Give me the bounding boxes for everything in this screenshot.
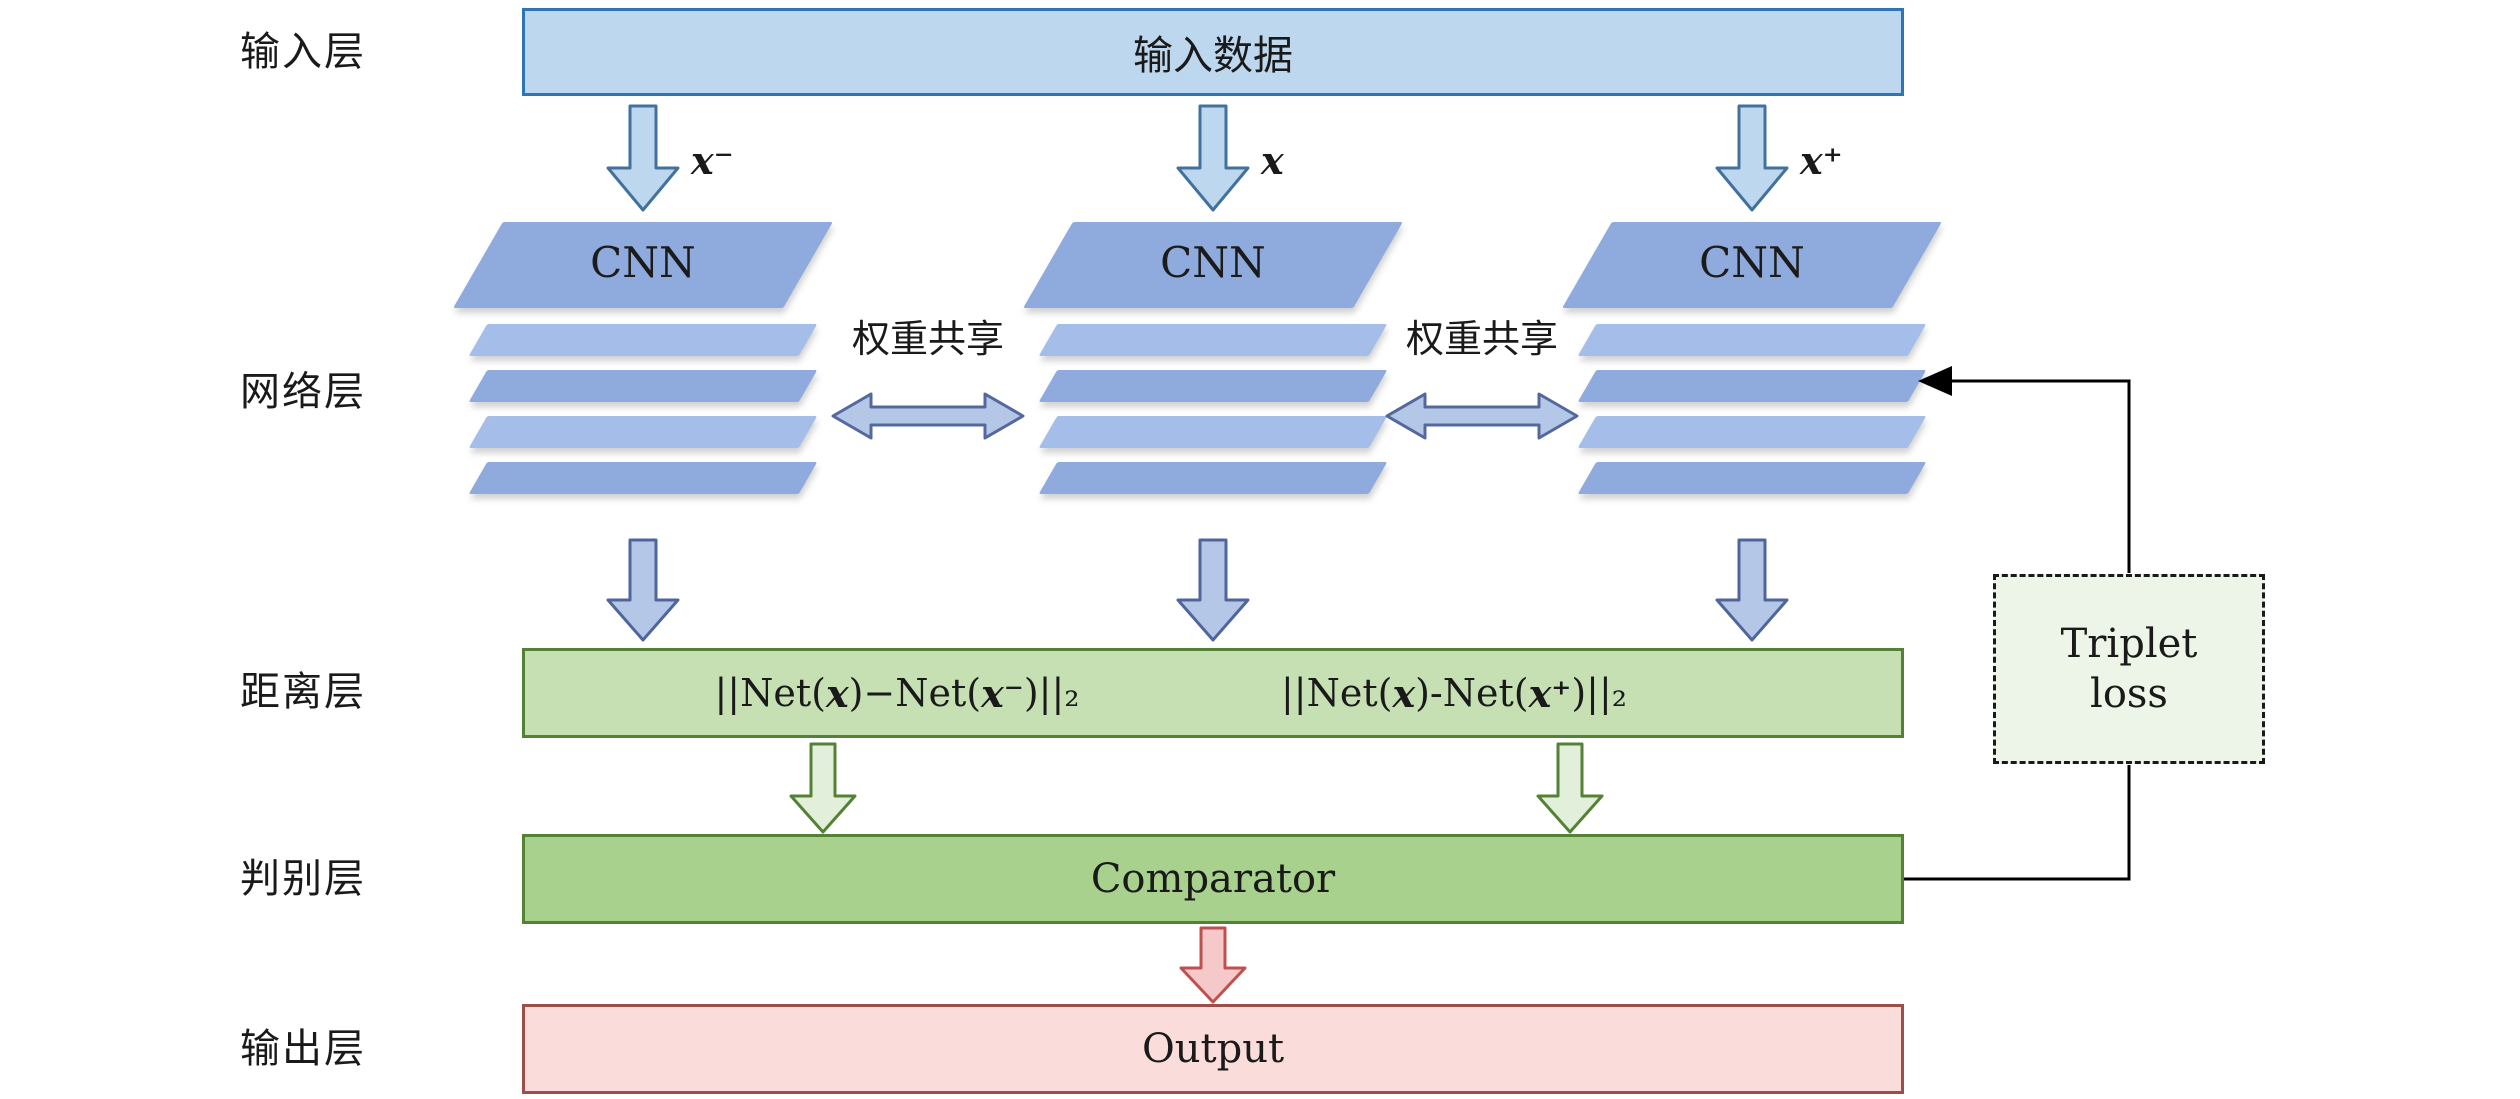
comparator-label: Comparator (1090, 856, 1336, 902)
layer-label-network: 网络层 (240, 370, 366, 414)
formula-x-positive: x⁺ (1528, 670, 1572, 716)
down-arrow-shape (1176, 104, 1250, 212)
input-data-label: 输入数据 (1133, 34, 1293, 78)
down-arrow-shape (1176, 538, 1250, 642)
down-arrow-distance-left (789, 742, 857, 834)
down-arrow-shape (1536, 742, 1604, 834)
down-arrow-shape (1179, 926, 1247, 1004)
triplet-loss-line2: loss (2090, 671, 2168, 717)
down-arrow-shape (606, 104, 680, 212)
sample-label-negative: x⁻ (691, 138, 734, 183)
formula-text: )-Net( (1415, 671, 1529, 715)
distance-formula-positive: ||Net(x)-Net(x⁺)||₂ (1204, 648, 1704, 738)
down-arrow-input-right (1715, 104, 1789, 212)
connector-triplet-to-cnn (1928, 379, 2131, 573)
connector-arrowhead (1918, 366, 1952, 396)
double-arrow-shape (831, 392, 1025, 440)
formula-text: ||Net( (714, 671, 826, 715)
down-arrow-cnn-middle (1176, 538, 1250, 642)
formula-text: ||Net( (1281, 671, 1393, 715)
triplet-loss-box: Triplet loss (1993, 574, 2265, 764)
down-arrow-comparator (1179, 926, 1247, 1004)
sample-label-anchor: x (1261, 138, 1284, 183)
layer-label-distance: 距离层 (240, 670, 366, 714)
layer-label-discriminant: 判别层 (240, 857, 366, 901)
formula-text: )−Net( (848, 671, 982, 715)
down-arrow-cnn-right (1715, 538, 1789, 642)
layer-label-output: 输出层 (240, 1027, 366, 1071)
down-arrow-cnn-left (606, 538, 680, 642)
down-arrow-shape (1715, 104, 1789, 212)
formula-text: )||₂ (1023, 671, 1080, 715)
weight-sharing-label-right: 权重共享 (1405, 319, 1558, 361)
triplet-loss-line1: Triplet (2060, 621, 2198, 667)
output-label: Output (1141, 1026, 1285, 1072)
sample-label-positive: x⁺ (1800, 138, 1843, 183)
cnn-label-left: CNN (590, 238, 696, 287)
formula-x-negative: x⁻ (981, 670, 1024, 716)
cnn-label-middle: CNN (1160, 238, 1266, 287)
comparator-box: Comparator (522, 834, 1904, 924)
formula-text: )||₂ (1571, 671, 1627, 715)
double-arrow-shape (1385, 392, 1579, 440)
down-arrow-input-left (606, 104, 680, 212)
distance-layer-box (522, 648, 1904, 738)
formula-x: x (1392, 670, 1416, 716)
connector-comparator-to-triplet (1904, 765, 2131, 881)
double-arrow-left (831, 392, 1025, 440)
output-box: Output (522, 1004, 1904, 1094)
layer-label-input: 输入层 (240, 30, 366, 74)
down-arrow-shape (606, 538, 680, 642)
down-arrow-distance-right (1536, 742, 1604, 834)
double-arrow-right (1385, 392, 1579, 440)
down-arrow-shape (1715, 538, 1789, 642)
cnn-label-right: CNN (1699, 238, 1805, 287)
weight-sharing-label-left: 权重共享 (851, 319, 1004, 361)
input-data-box: 输入数据 (522, 8, 1904, 96)
down-arrow-input-middle (1176, 104, 1250, 212)
down-arrow-shape (789, 742, 857, 834)
formula-x: x (825, 670, 849, 716)
distance-formula-negative: ||Net(x)−Net(x⁻)||₂ (647, 648, 1147, 738)
